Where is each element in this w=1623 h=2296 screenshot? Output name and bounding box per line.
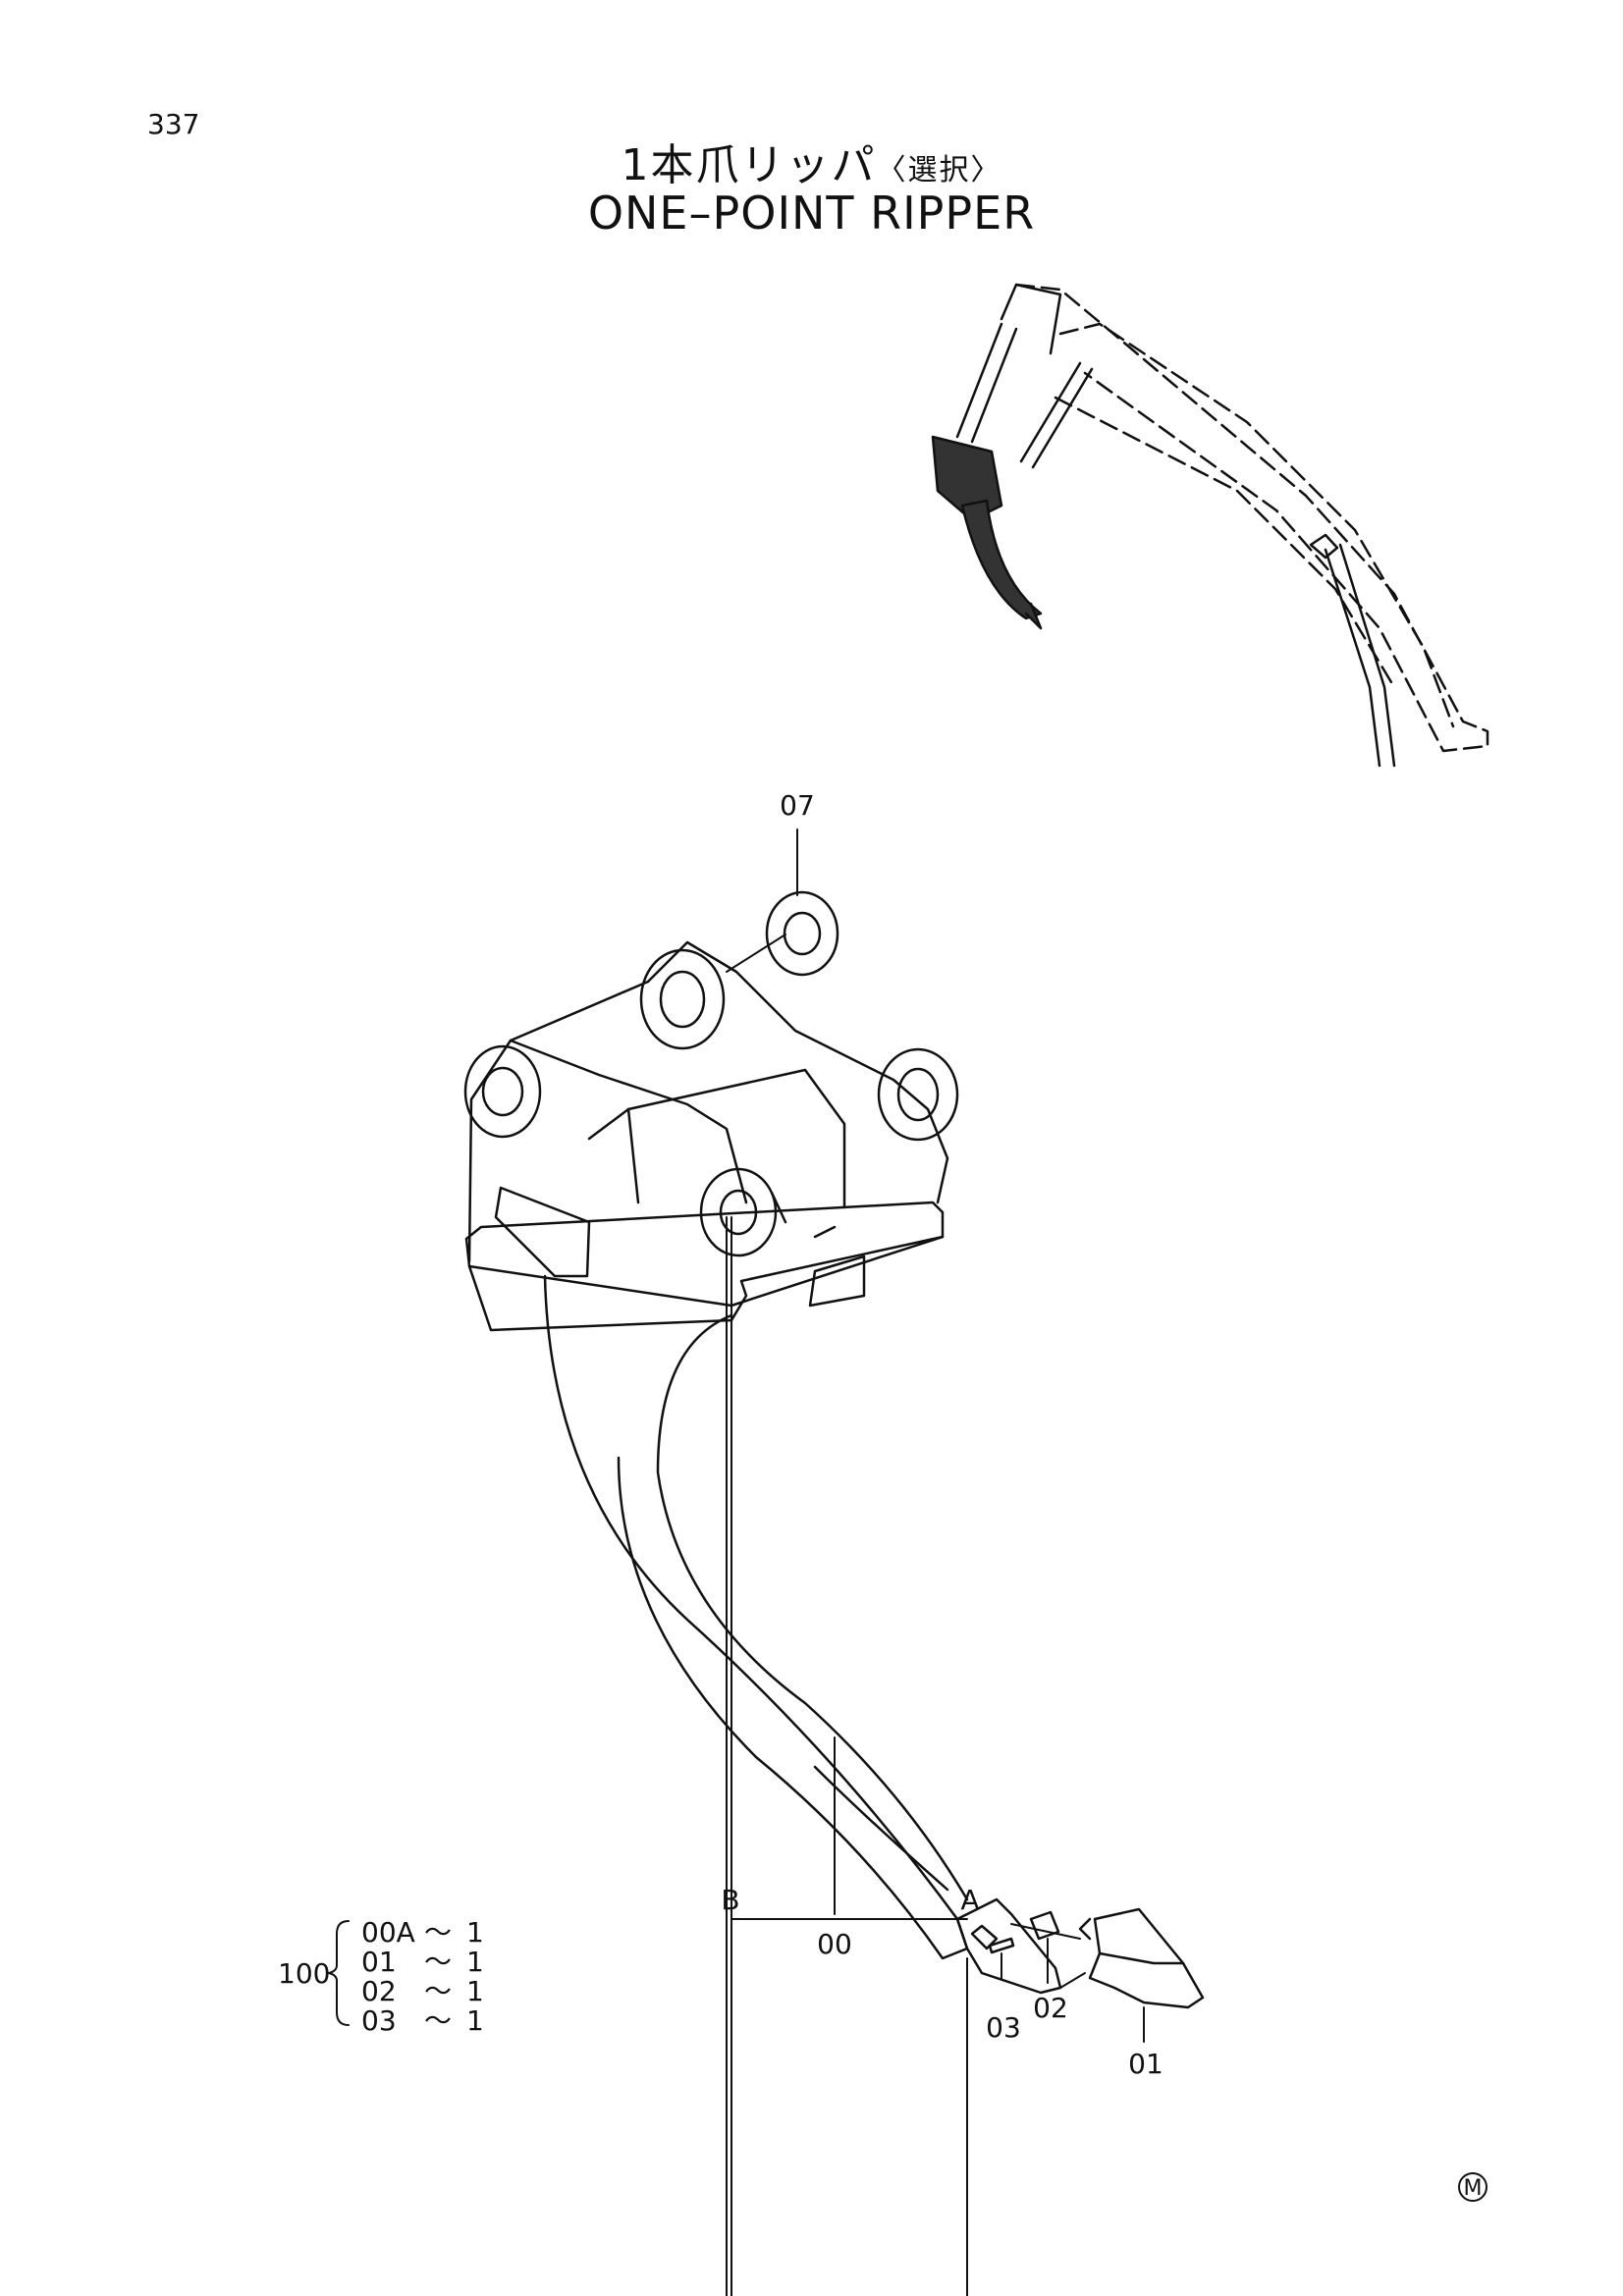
excavator-overview-illustration (931, 283, 1489, 768)
reference-a: A (960, 1884, 979, 1916)
footer-mark-letter: M (1464, 2176, 1483, 2201)
title-japanese-main: 1本爪リッパ (621, 140, 877, 190)
title-japanese: 1本爪リッパ〈選択〉 (0, 130, 1623, 192)
title-english: ONE–POINT RIPPER (587, 187, 1036, 240)
pin-part-03 (988, 1937, 1015, 1954)
leader-lines (328, 828, 1145, 2296)
assembly-row-sep: 〜 (424, 2004, 452, 2037)
tooth-part-01 (1078, 1907, 1205, 2009)
assembly-row-qty: 1 (466, 2004, 484, 2037)
ripper-assembly-drawing (463, 890, 1062, 1995)
lock-part-02 (1029, 1910, 1060, 1941)
assembly-row-part: 01 (361, 1946, 397, 1978)
assembly-row-sep: 〜 (424, 1946, 452, 1978)
assembly-row-part: 00A (361, 1916, 415, 1949)
footer-m-mark: M (1458, 2172, 1488, 2202)
assembly-row-part: 02 (361, 1975, 397, 2007)
reference-b: B (721, 1884, 739, 1916)
assembly-row-part: 03 (361, 2004, 397, 2037)
callout-03: 03 (986, 2011, 1021, 2044)
assembly-list: 100 00A 〜 1 01 〜 1 02 〜 1 03 〜 1 (278, 1916, 484, 2037)
assembly-row-qty: 1 (466, 1916, 484, 1949)
page-number: 337 (147, 108, 200, 140)
callout-07: 07 (780, 789, 815, 822)
assembly-row-qty: 1 (466, 1975, 484, 2007)
assembly-number: 100 (278, 1957, 330, 1990)
assembly-row-sep: 〜 (424, 1975, 452, 2007)
callout-01: 01 (1128, 2048, 1163, 2080)
callout-02: 02 (1033, 1992, 1068, 2024)
title-japanese-sub: 〈選択〉 (876, 153, 1002, 187)
assembly-row-qty: 1 (466, 1946, 484, 1978)
callout-00: 00 (817, 1928, 852, 1960)
assembly-row-sep: 〜 (424, 1916, 452, 1949)
